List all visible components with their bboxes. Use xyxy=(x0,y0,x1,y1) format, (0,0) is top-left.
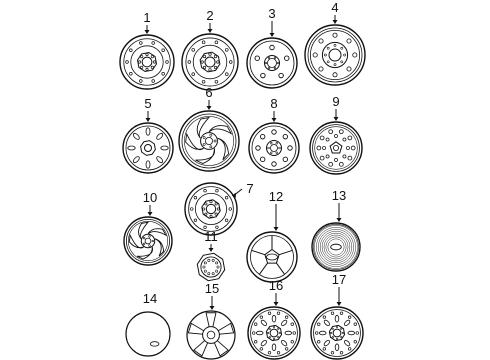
arrowhead-16 xyxy=(273,302,279,306)
part-17-wheel: 17 xyxy=(310,272,364,360)
part-2-wheel: 2 xyxy=(181,8,239,91)
arrowhead-9 xyxy=(333,117,339,121)
arrowhead-8 xyxy=(271,118,277,122)
callout-13: 13 xyxy=(332,188,346,203)
arrowhead-6 xyxy=(206,106,212,110)
arrowhead-1 xyxy=(144,30,150,34)
callout-16: 16 xyxy=(269,278,283,293)
callout-2: 2 xyxy=(206,8,213,23)
callout-7: 7 xyxy=(246,181,253,196)
arrowhead-5 xyxy=(145,118,151,122)
part-13-wheel: 13 xyxy=(311,188,361,272)
part-15-wheel: 15 xyxy=(186,281,236,360)
arrowhead-12 xyxy=(273,227,279,231)
part-1-wheel: 1 xyxy=(119,10,175,90)
callout-10: 10 xyxy=(143,190,157,205)
part-8-wheel: 8 xyxy=(248,96,300,174)
arrowhead-15 xyxy=(209,306,215,310)
arrowhead-11 xyxy=(208,248,214,252)
arrowhead-7 xyxy=(231,192,236,198)
callout-15: 15 xyxy=(205,281,219,296)
arrowhead-13 xyxy=(336,218,342,222)
part-7-wheel: 7 xyxy=(184,181,254,236)
arrowhead-4 xyxy=(332,20,338,24)
callout-11: 11 xyxy=(204,229,218,244)
part-9-wheel: 9 xyxy=(309,94,363,175)
callout-12: 12 xyxy=(269,189,283,204)
part-5-wheel: 5 xyxy=(122,96,174,174)
leader-line-7 xyxy=(234,188,243,196)
arrowhead-17 xyxy=(336,302,342,306)
callout-4: 4 xyxy=(331,0,338,15)
part-6-wheel: 6 xyxy=(178,85,240,172)
arrowhead-2 xyxy=(207,29,213,33)
part-4-wheel: 4 xyxy=(304,0,366,86)
arrowhead-3 xyxy=(269,33,275,37)
callout-8: 8 xyxy=(270,96,277,111)
part-16-wheel: 16 xyxy=(247,278,301,360)
callout-14: 14 xyxy=(143,291,157,306)
callout-1: 1 xyxy=(143,10,150,25)
callout-6: 6 xyxy=(205,85,212,100)
part-11-wheel: 11 xyxy=(196,229,226,282)
part-3-wheel: 3 xyxy=(246,6,298,89)
part-14-wheel: 14 xyxy=(125,291,171,357)
part-12-wheel: 12 xyxy=(246,189,298,283)
callout-5: 5 xyxy=(144,96,151,111)
part-10-wheel: 10 xyxy=(123,190,173,266)
arrowhead-10 xyxy=(147,212,153,216)
callout-3: 3 xyxy=(268,6,275,21)
callout-17: 17 xyxy=(332,272,346,287)
callout-9: 9 xyxy=(332,94,339,109)
